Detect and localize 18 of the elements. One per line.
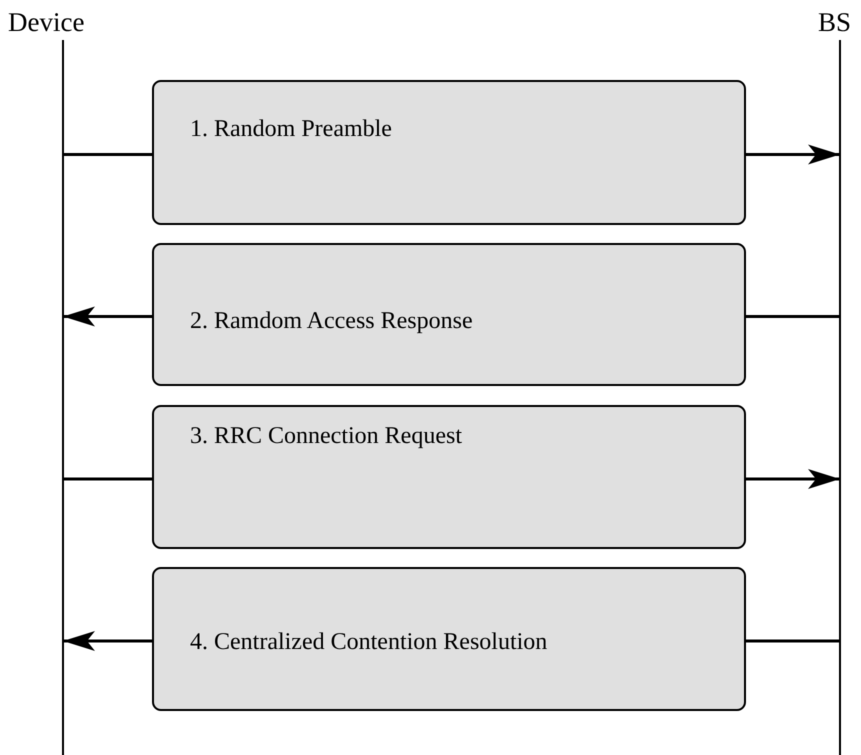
arrow bbox=[746, 144, 840, 164]
message-text: 1. Random Preamble bbox=[190, 115, 392, 144]
connector-line bbox=[746, 640, 840, 642]
lifeline-label: BS bbox=[818, 7, 852, 37]
message-box bbox=[152, 243, 746, 386]
arrow bbox=[746, 469, 840, 489]
arrow bbox=[63, 631, 152, 651]
lifeline-label: Device bbox=[8, 7, 84, 37]
message-box bbox=[152, 405, 746, 549]
message-box bbox=[152, 80, 746, 225]
message-text: 2. Ramdom Access Response bbox=[190, 307, 473, 336]
connector-line bbox=[63, 153, 152, 156]
arrow bbox=[63, 306, 152, 326]
connector-line bbox=[746, 315, 840, 318]
message-text: 3. RRC Connection Request bbox=[190, 422, 462, 451]
message-box bbox=[152, 567, 746, 711]
connector-line bbox=[63, 478, 152, 480]
message-text: 4. Centralized Contention Resolution bbox=[190, 628, 548, 657]
